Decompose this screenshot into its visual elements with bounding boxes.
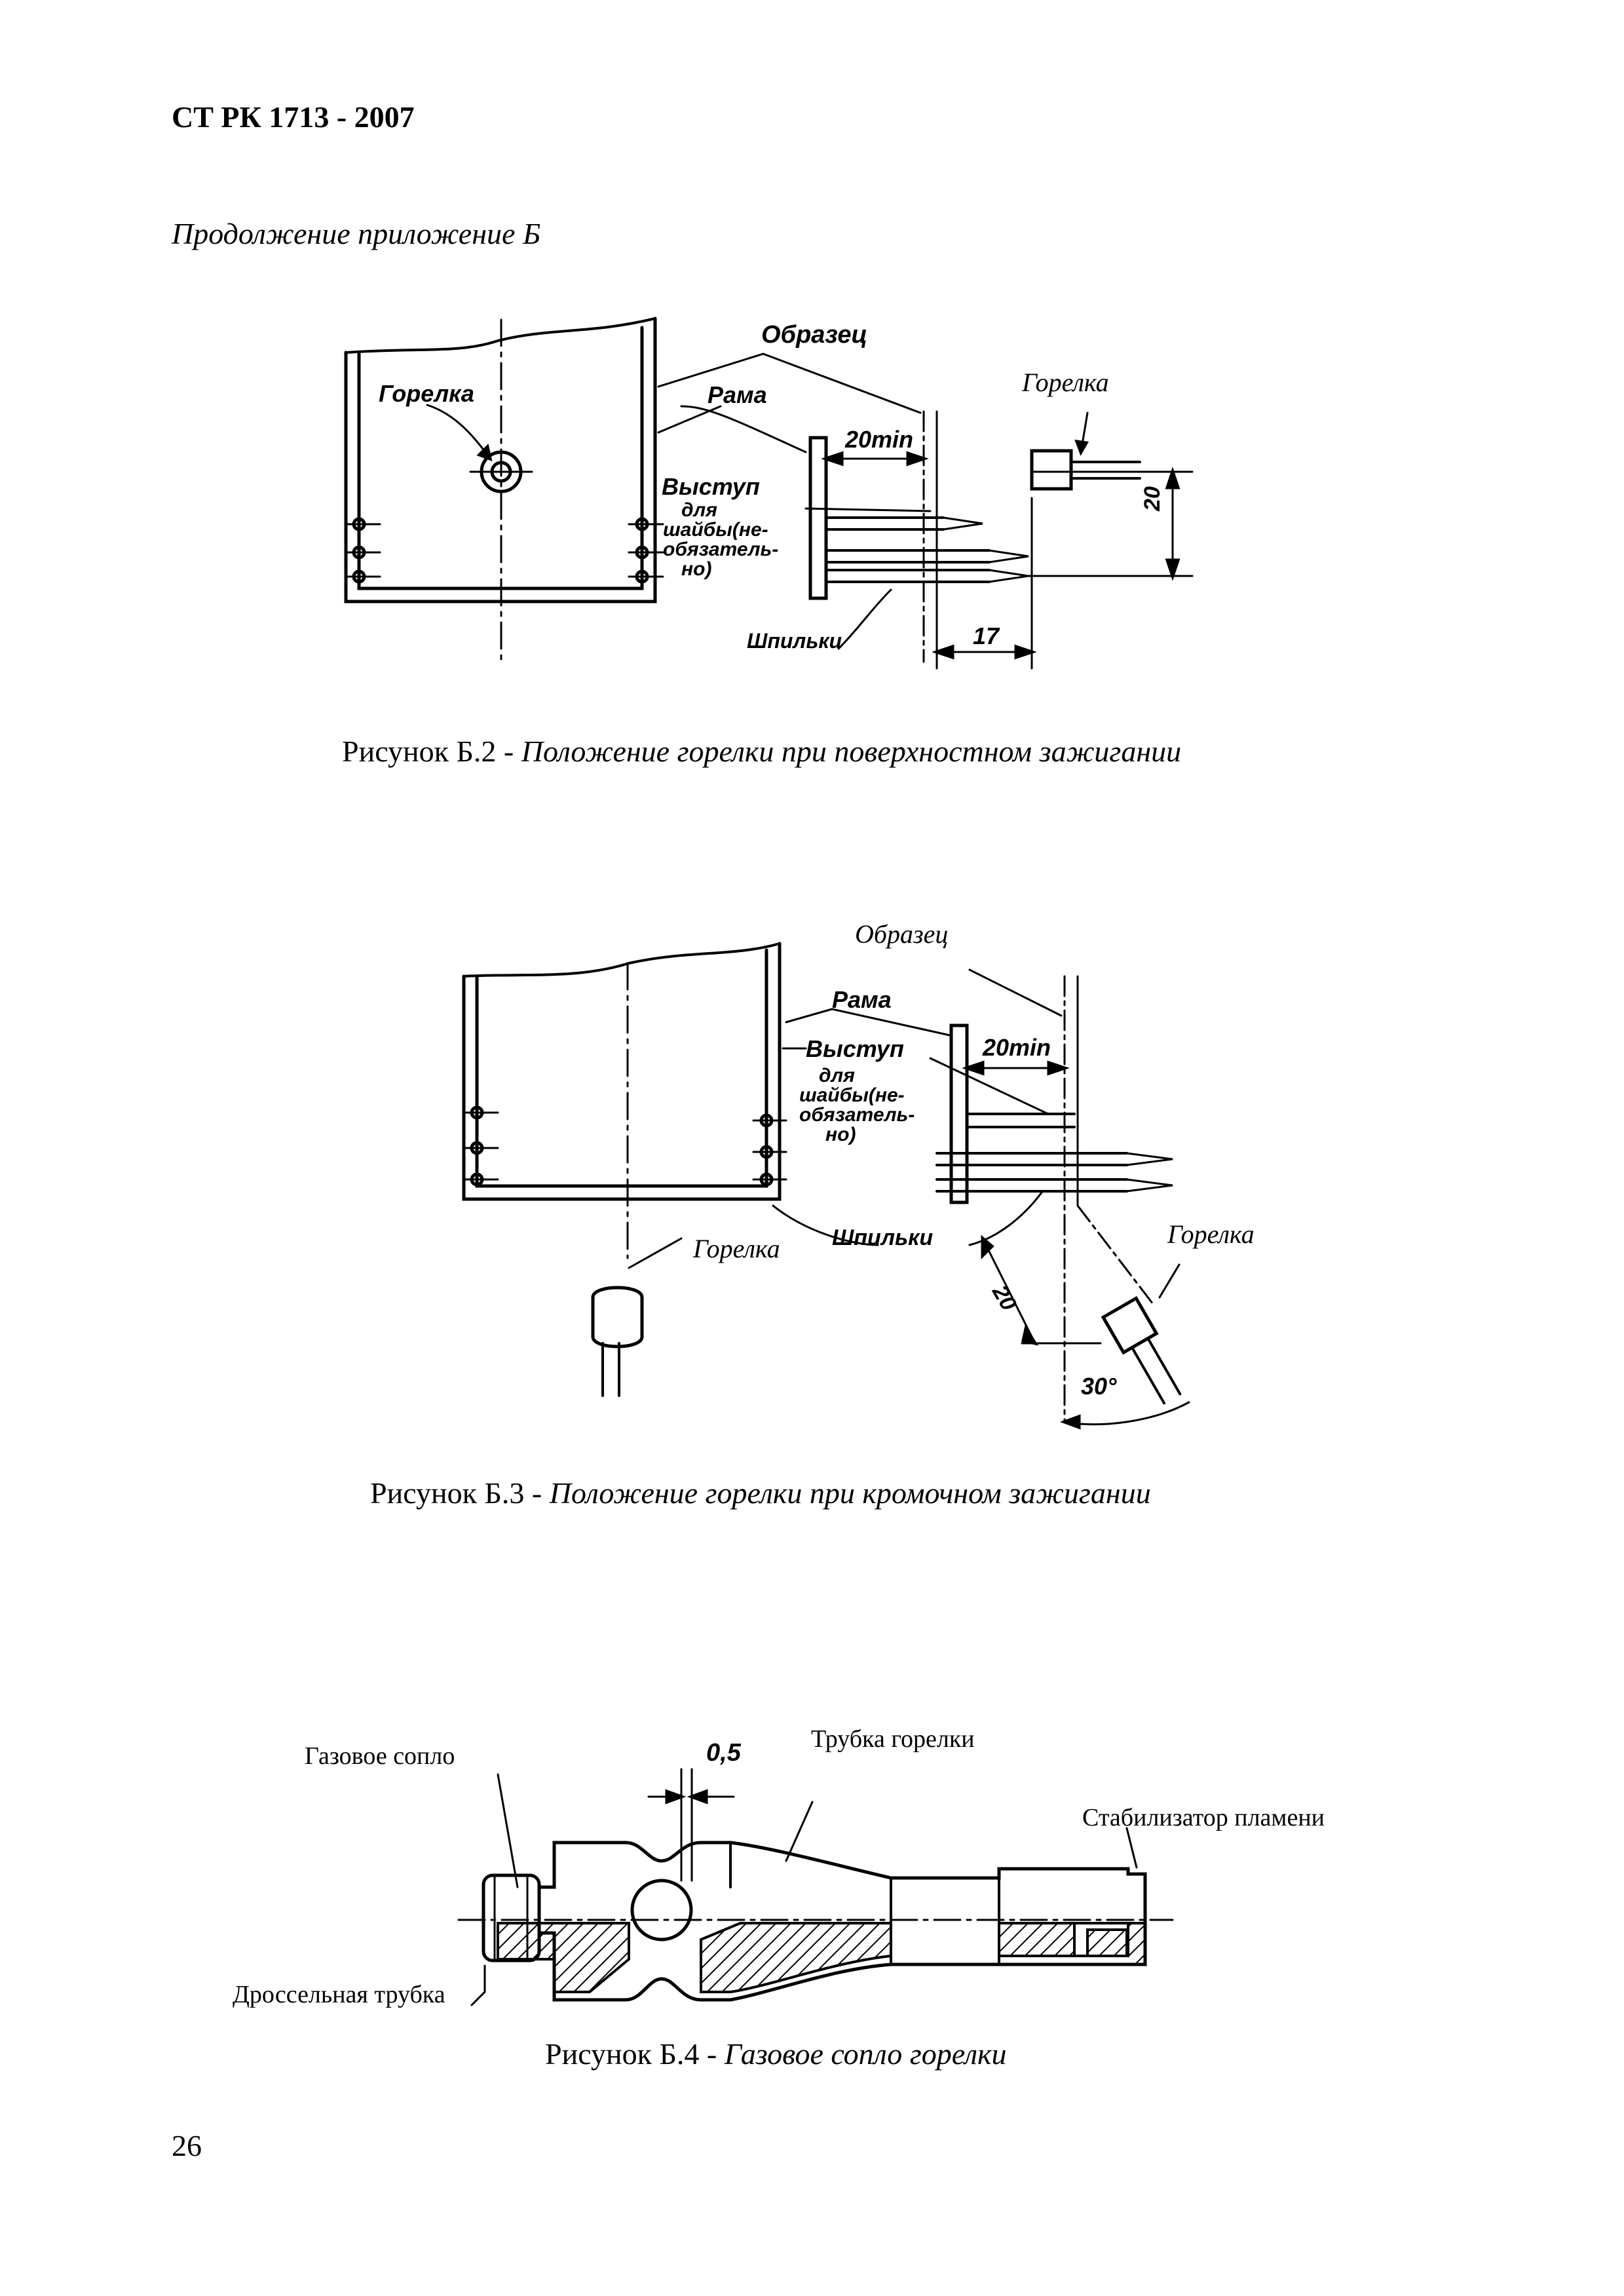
b2-label-burner-right: Горелка	[1022, 368, 1109, 397]
b2-label-dim-min: 20min	[845, 426, 914, 453]
b3-label-washer-2: шайбы(не-	[799, 1084, 905, 1106]
b4-label-dim: 0,5	[706, 1739, 741, 1767]
b2-label-dim-horizontal: 17	[973, 622, 1000, 649]
b4-label-flame-stabilizer: Стабилизатор пламени	[1082, 1804, 1325, 1831]
b3-label-washer-4: но)	[825, 1124, 856, 1145]
document-code: СТ РК 1713 - 2007	[172, 100, 415, 134]
figure-b3-caption-dash: -	[531, 1476, 542, 1510]
figure-b2-caption: Рисунок Б.2 - Положение горелки при пове…	[342, 734, 1181, 769]
figure-b4-caption-number: Рисунок Б.4	[545, 2037, 700, 2071]
figure-b2-caption-number: Рисунок Б.2	[342, 735, 497, 768]
b4-label-gas-nozzle: Газовое сопло	[305, 1742, 455, 1770]
b3-label-burner-right: Горелка	[1167, 1219, 1255, 1249]
b3-label-angle: 30°	[1081, 1373, 1117, 1400]
b3-label-protrusion: Выступ	[806, 1035, 904, 1062]
b2-label-sample: Образец	[761, 321, 868, 349]
figure-b4-caption: Рисунок Б.4 - Газовое сопло горелки	[545, 2037, 1007, 2071]
figure-b4-caption-title: Газовое сопло горелки	[724, 2037, 1007, 2071]
figure-b3-caption-number: Рисунок Б.3	[370, 1476, 525, 1510]
b3-label-dim-min: 20min	[983, 1034, 1051, 1061]
b2-label-studs: Шпильки	[747, 629, 842, 653]
b2-label-washer-1: для	[681, 499, 717, 521]
figure-b2-caption-dash: -	[503, 735, 514, 768]
figure-b3-caption-title: Положение горелки при кромочном зажигани…	[549, 1476, 1151, 1510]
b3-label-burner-left: Горелка	[693, 1234, 780, 1263]
appendix-continuation: Продолжение приложение Б	[172, 217, 541, 250]
b2-label-washer-3: обязатель-	[663, 539, 779, 560]
b2-label-washer-2: шайбы(не-	[663, 519, 768, 541]
b3-label-frame: Рама	[832, 986, 892, 1013]
figure-b3-caption: Рисунок Б.3 - Положение горелки при кром…	[370, 1476, 1151, 1510]
figure-b4-caption-dash: -	[706, 2037, 717, 2071]
b3-label-washer-3: обязатель-	[799, 1104, 915, 1126]
b2-label-washer-4: но)	[681, 558, 712, 580]
b4-label-burner-tube: Трубка горелки	[811, 1725, 975, 1753]
b3-label-studs: Шпильки	[832, 1225, 934, 1250]
b3-label-sample: Образец	[855, 919, 949, 949]
b2-label-burner-left: Горелка	[379, 380, 474, 407]
b2-label-frame: Рама	[708, 381, 767, 408]
page-number: 26	[172, 2129, 202, 2162]
b3-label-washer-1: для	[819, 1065, 855, 1086]
b4-label-throttle-tube: Дроссельная трубка	[233, 1981, 445, 2008]
b2-label-protrusion: Выступ	[662, 473, 760, 500]
figure-b2-caption-title: Положение горелки при поверхностном зажи…	[521, 735, 1182, 768]
